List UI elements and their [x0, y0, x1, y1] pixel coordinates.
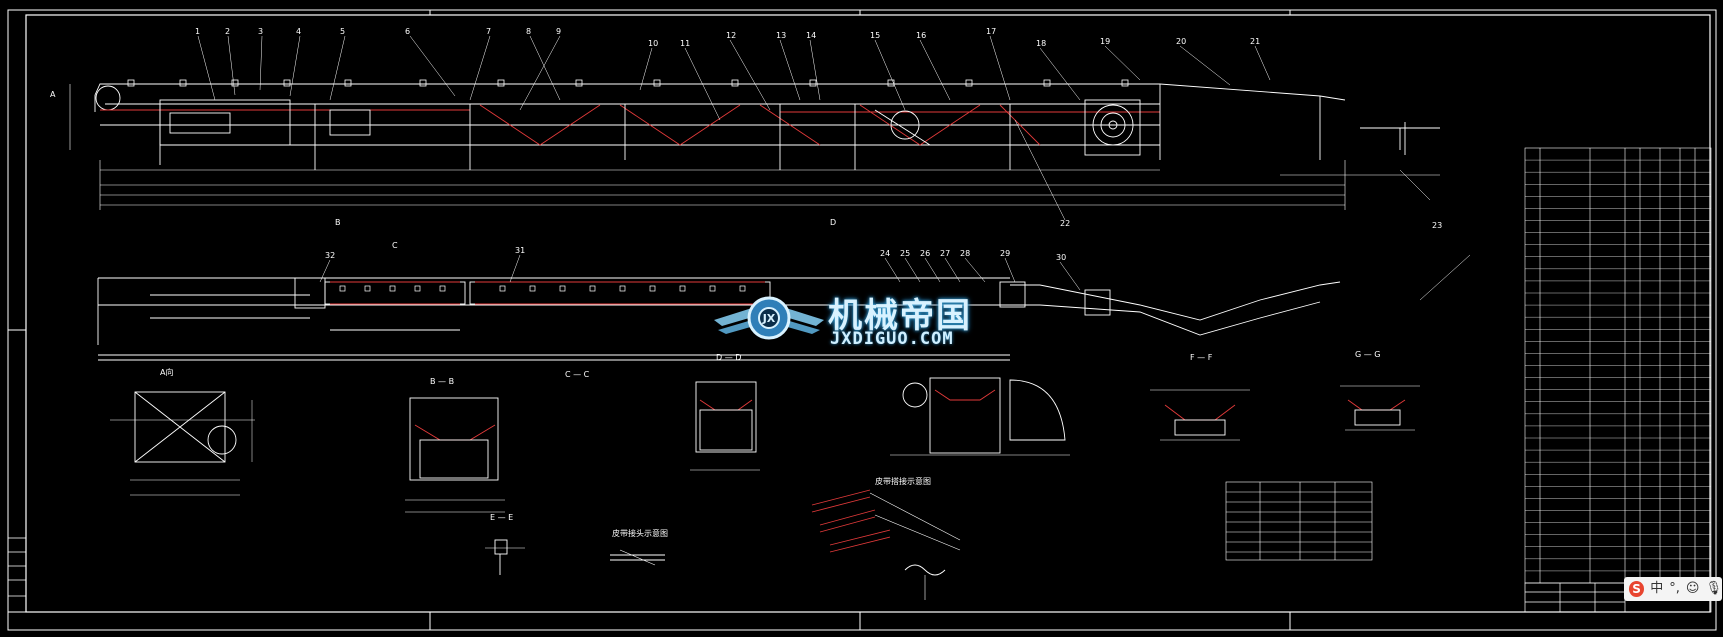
callout-7: 7: [486, 27, 491, 36]
callout-1: 1: [195, 27, 200, 36]
detail-notes: 皮带接头示意图 皮带搭接示意图: [612, 476, 931, 538]
callout-32: 32: [325, 251, 335, 260]
view-title-e: E — E: [490, 513, 513, 522]
view-labels: A B C D A向 B — B C — C D — D F — F G — G…: [50, 90, 1380, 522]
callout-10: 10: [648, 39, 658, 48]
callout-3: 3: [258, 27, 263, 36]
callout-28: 28: [960, 249, 970, 258]
section-views: [110, 377, 1420, 600]
callout-31: 31: [515, 246, 525, 255]
watermark-title: 机械帝国: [828, 296, 972, 336]
callout-9: 9: [556, 27, 561, 36]
callout-17: 17: [986, 27, 996, 36]
callout-27: 27: [940, 249, 950, 258]
callout-21: 21: [1250, 37, 1260, 46]
view-label-d: D: [830, 218, 836, 227]
callout-11: 11: [680, 39, 690, 48]
plan-leaders: [319, 254, 1471, 301]
watermark-subtitle: JXDIGUO.COM: [830, 329, 954, 349]
callout-29: 29: [1000, 249, 1010, 258]
inner-frame: [25, 14, 1711, 613]
svg-text:JX: JX: [762, 312, 776, 325]
callout-30: 30: [1056, 253, 1066, 262]
callout-13: 13: [776, 31, 786, 40]
left-stamp-block: [7, 537, 27, 613]
ime-emoji-icon[interactable]: ☺: [1685, 581, 1700, 596]
gear-wings-icon: JX: [714, 296, 824, 340]
note-belt-detail: 皮带接头示意图: [612, 528, 668, 538]
view-title-a: A向: [160, 367, 173, 377]
callout-19: 19: [1100, 37, 1110, 46]
view-title-f: F — F: [1190, 353, 1213, 362]
callout-4: 4: [296, 27, 301, 36]
callout-14: 14: [806, 31, 816, 40]
view-title-d: D — D: [716, 353, 741, 362]
conveyor-elevation: [69, 79, 1440, 210]
callout-leaders: [197, 35, 1431, 221]
technical-spec-table: [1225, 481, 1373, 561]
ime-mode-toggle[interactable]: 中: [1650, 581, 1664, 596]
callout-22: 22: [1060, 219, 1070, 228]
conveyor-plan: [97, 277, 1341, 361]
view-title-b: B — B: [430, 377, 454, 386]
ime-mic-icon[interactable]: 🎙: [1705, 581, 1722, 596]
view-label-b: B: [335, 218, 341, 227]
view-label-a: A: [50, 90, 56, 99]
watermark: JX 机械帝国 JXDIGUO.COM: [712, 286, 1012, 352]
ime-punct-toggle[interactable]: °,: [1669, 581, 1680, 596]
callout-26: 26: [920, 249, 930, 258]
parts-list-rows: [1525, 159, 1711, 572]
plan-callouts: 24 25 26 27 28 29 30 31 32: [325, 246, 1066, 262]
view-title-g: G — G: [1355, 350, 1380, 359]
callout-18: 18: [1036, 39, 1046, 48]
view-label-c: C: [392, 241, 398, 250]
callout-2: 2: [225, 27, 230, 36]
callout-25: 25: [900, 249, 910, 258]
callout-23: 23: [1432, 221, 1442, 230]
callout-6: 6: [405, 27, 410, 36]
callout-20: 20: [1176, 37, 1186, 46]
note-belt-joint: 皮带搭接示意图: [875, 476, 931, 486]
sogou-logo-icon[interactable]: S: [1629, 581, 1645, 597]
callout-8: 8: [526, 27, 531, 36]
callout-12: 12: [726, 31, 736, 40]
callout-16: 16: [916, 31, 926, 40]
callout-15: 15: [870, 31, 880, 40]
callout-numbers: 1 2 3 4 5 6 7 8 9 10 11 12 13 14 15 16 1…: [195, 27, 1442, 230]
callout-5: 5: [340, 27, 345, 36]
ime-toolbar[interactable]: S 中 °, ☺ 🎙: [1624, 577, 1722, 601]
view-title-c: C — C: [565, 370, 590, 379]
outer-frame: [7, 9, 1717, 631]
callout-24: 24: [880, 249, 890, 258]
